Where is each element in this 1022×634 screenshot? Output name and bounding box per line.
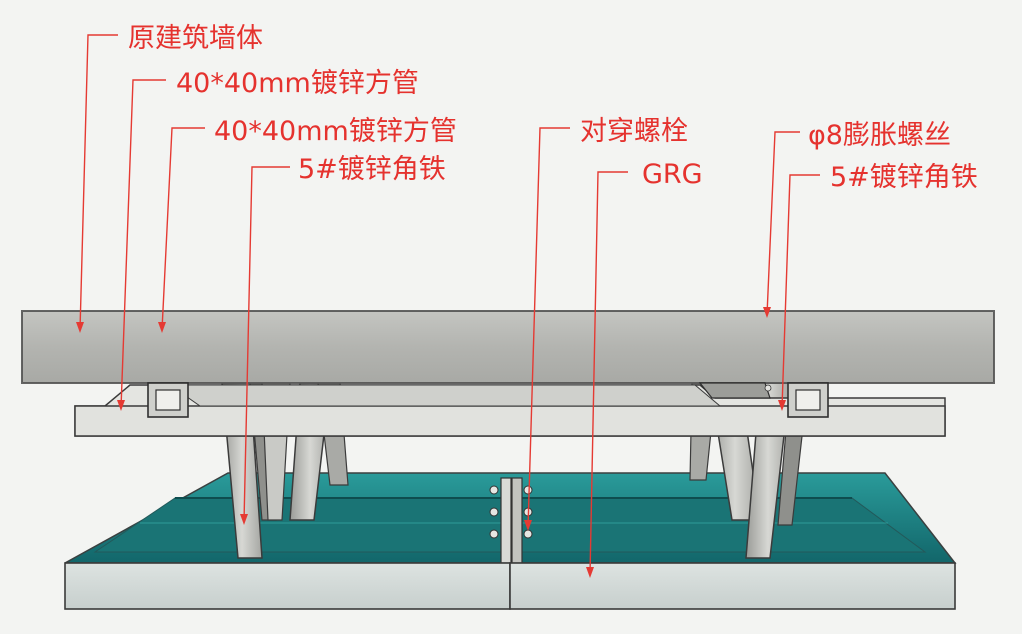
horizontal-beam [74,384,946,437]
label-original-wall: 原建筑墙体 [128,23,263,54]
leader-lines [76,34,820,578]
concrete-slab [21,310,995,384]
label-square-tube-1: 40*40mm镀锌方管 [176,68,419,99]
label-square-tube-2: 40*40mm镀锌方管 [214,116,457,147]
label-expansion-bolt: φ8膨胀螺丝 [808,120,951,151]
grg-panels [64,562,956,610]
through-bolt-assembly [489,477,533,564]
label-grg: GRG [642,159,703,190]
label-through-bolt: 对穿螺栓 [580,116,688,147]
label-angle-iron-left: 5#镀锌角铁 [298,154,446,185]
label-angle-iron-right: 5#镀锌角铁 [830,162,978,193]
square-tubes [147,382,829,418]
